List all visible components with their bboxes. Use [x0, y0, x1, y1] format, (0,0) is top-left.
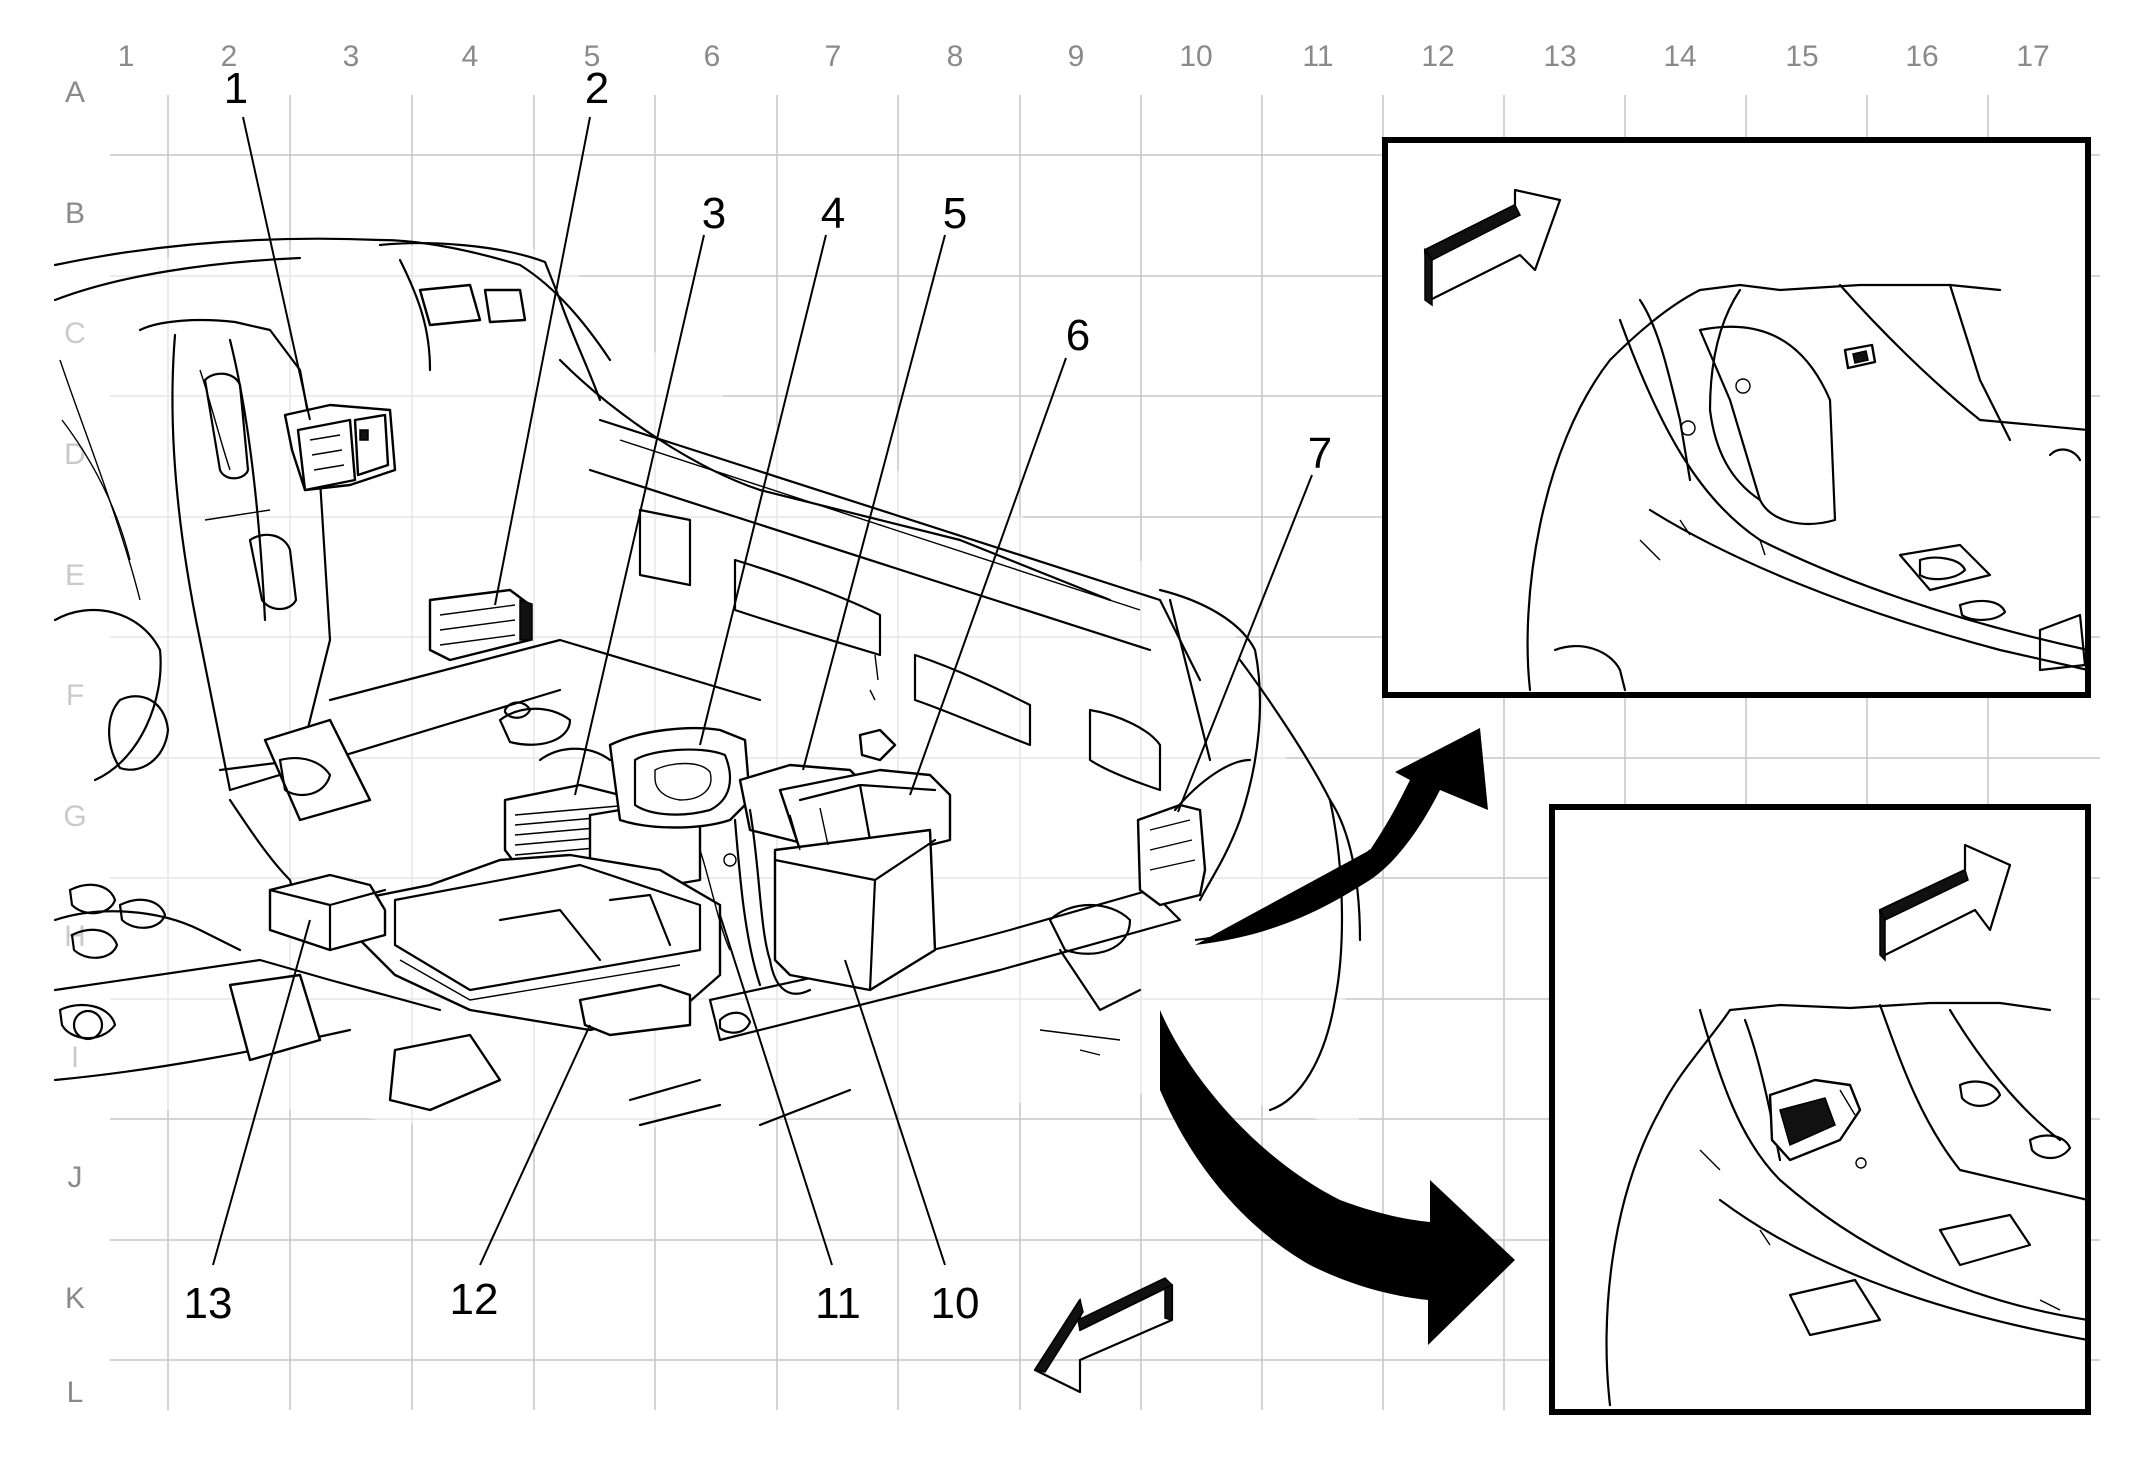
column-label: 16 — [1905, 40, 1938, 73]
column-label: 4 — [462, 40, 479, 73]
callout-12: 12 — [450, 1275, 499, 1324]
column-label: 12 — [1421, 40, 1454, 73]
grid-column-labels: 1 2 3 4 5 6 7 8 9 10 11 12 13 14 15 16 1… — [118, 40, 2050, 73]
row-label: A — [65, 76, 85, 109]
component-7-module — [1136, 758, 1252, 907]
row-label: K — [65, 1282, 85, 1315]
column-label: 10 — [1179, 40, 1212, 73]
callout-1: 1 — [224, 64, 248, 113]
callout-5: 5 — [943, 189, 967, 238]
callout-11: 11 — [815, 1279, 861, 1328]
component-2-module — [428, 588, 533, 662]
inset-view-upper — [1382, 137, 2091, 698]
column-label: 17 — [2016, 40, 2049, 73]
column-label: 11 — [1302, 40, 1333, 73]
row-label: L — [67, 1376, 84, 1409]
component-13-module — [268, 873, 387, 952]
column-label: 14 — [1663, 40, 1696, 73]
row-label: J — [68, 1161, 83, 1194]
callout-10: 10 — [931, 1279, 980, 1328]
component-5-6-battery — [738, 728, 952, 992]
vehicle-rear-compartment-drawing — [53, 237, 1362, 1135]
component-1-module — [283, 403, 397, 492]
callout-7: 7 — [1308, 429, 1332, 478]
column-label: 2 — [221, 40, 238, 73]
callout-4: 4 — [821, 189, 845, 238]
component-12-module — [353, 853, 722, 1037]
column-label: 7 — [825, 40, 842, 73]
inset-view-lower — [1549, 804, 2091, 1415]
callout-numbers: 1 2 3 4 5 6 7 8 9 10 11 12 13 — [184, 64, 1701, 1328]
component-4-cylinder — [608, 726, 752, 829]
column-label: 15 — [1785, 40, 1818, 73]
column-label: 6 — [704, 40, 721, 73]
column-label: 5 — [584, 40, 601, 73]
row-label: B — [65, 197, 85, 230]
forward-direction-arrow-icon — [1878, 843, 2012, 962]
view-transition-arrow-icon — [1160, 728, 1515, 1345]
callout-3: 3 — [702, 189, 726, 238]
column-label: 9 — [1068, 40, 1085, 73]
column-label: 13 — [1543, 40, 1576, 73]
forward-direction-arrow-icon — [1423, 188, 1562, 307]
callout-6: 6 — [1066, 311, 1090, 360]
forward-direction-arrow-icon — [1033, 1277, 1174, 1394]
column-label: 1 — [118, 40, 135, 73]
column-label: 8 — [947, 40, 964, 73]
callout-2: 2 — [585, 64, 609, 113]
callout-13: 13 — [184, 1279, 233, 1328]
column-label: 3 — [343, 40, 360, 73]
